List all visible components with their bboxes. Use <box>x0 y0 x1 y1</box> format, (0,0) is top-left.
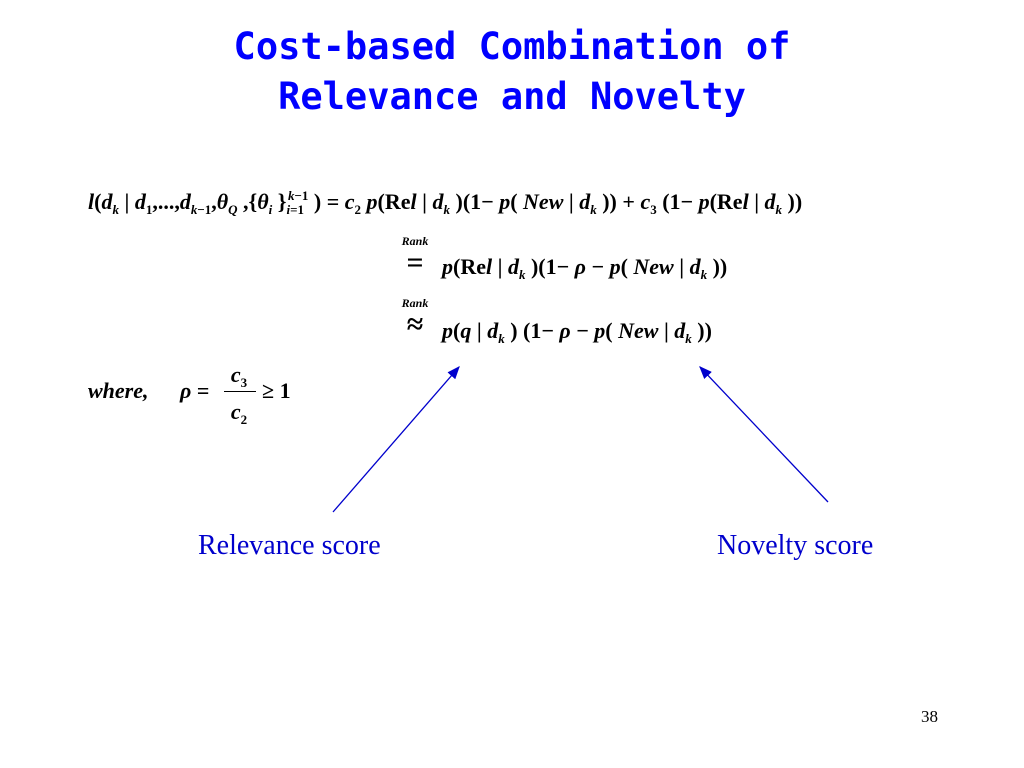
rho-definition: ρ = <box>180 378 210 403</box>
inequality: ≥ 1 <box>262 378 291 403</box>
relevance-arrow <box>332 366 460 513</box>
where-clause: where, <box>88 378 149 403</box>
page-number: 38 <box>921 707 938 726</box>
equals-symbol: = <box>406 246 424 279</box>
novelty-arrow <box>699 366 829 503</box>
rank-equals-relation: Rank = <box>392 234 438 278</box>
slide-title: Cost-based Combination of Relevance and … <box>0 22 1024 122</box>
equation-rank-equivalent: p(Rel | dk )(1− ρ − p( New | dk )) <box>442 254 728 282</box>
fraction-denominator: c2 <box>230 399 248 427</box>
fraction-bar <box>224 391 256 392</box>
rank-label: Rank <box>401 296 429 310</box>
title-line-1: Cost-based Combination of <box>233 25 791 68</box>
relevance-score-caption: Relevance score <box>198 530 381 561</box>
where-label: where <box>88 378 143 403</box>
fraction-numerator: c3 <box>230 362 248 390</box>
title-line-2: Relevance and Novelty <box>278 75 746 118</box>
equation-loss-function: l(dk | d1,...,dk−1,θQ ,{θi }i=1k−1 ) = c… <box>88 188 803 217</box>
approx-symbol: ≈ <box>406 308 424 341</box>
rank-label: Rank <box>401 234 429 248</box>
novelty-score-caption: Novelty score <box>717 530 874 561</box>
rank-approx-relation: Rank ≈ <box>392 296 438 340</box>
equation-approximation: p(q | dk ) (1− ρ − p( New | dk )) <box>442 318 712 346</box>
